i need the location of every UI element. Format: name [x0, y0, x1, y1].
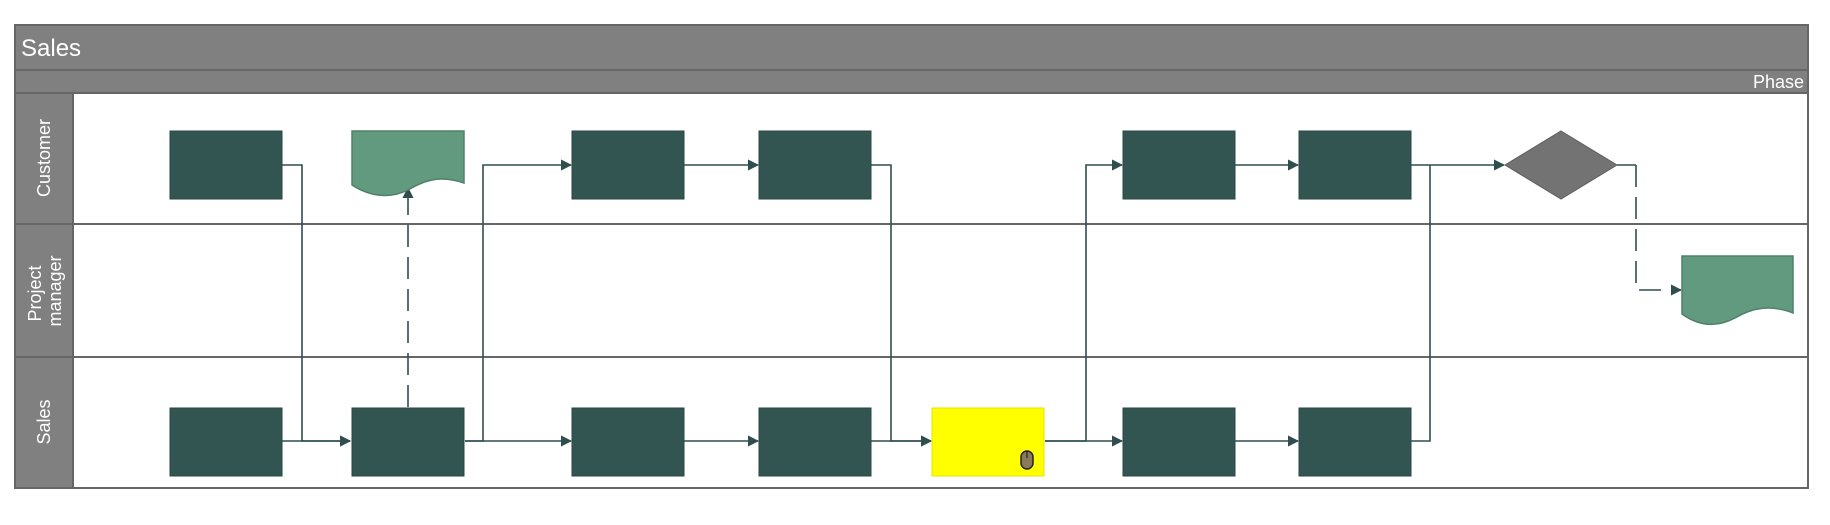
process-box-s3[interactable]: [571, 407, 685, 477]
lane-header-customer[interactable]: [14, 92, 74, 225]
lane-label-sales: Sales: [34, 399, 54, 444]
pool-header[interactable]: [14, 24, 1809, 71]
process-box-c3[interactable]: [571, 130, 685, 200]
process-box-c5[interactable]: [1122, 130, 1236, 200]
lane-label-customer: Customer: [34, 119, 54, 197]
process-box-s6[interactable]: [1122, 407, 1236, 477]
lane-header-sales[interactable]: [14, 356, 74, 489]
process-box-c4[interactable]: [758, 130, 872, 200]
process-box-s1[interactable]: [169, 407, 283, 477]
decision-diamond-d1[interactable]: [1504, 130, 1618, 200]
lane-label-project-manager-line2: manager: [45, 255, 65, 326]
connectors: [282, 159, 1683, 447]
document-shape-p1[interactable]: [1681, 255, 1794, 325]
connector-d1-p1-dashed[interactable]: [1635, 165, 1683, 296]
process-box-s4[interactable]: [758, 407, 872, 477]
process-box-c1[interactable]: [169, 130, 283, 200]
process-box-c6[interactable]: [1298, 130, 1412, 200]
phase-label: Phase: [1753, 72, 1804, 92]
lane-label-project-manager: Project manager: [25, 255, 65, 326]
document-shape-c2[interactable]: [351, 130, 465, 197]
lane-label-project-manager-line1: Project: [25, 265, 45, 321]
phase-header[interactable]: [14, 69, 1809, 94]
process-box-s7[interactable]: [1298, 407, 1412, 477]
process-box-s2[interactable]: [351, 407, 465, 477]
pool-frame: [14, 24, 1809, 489]
lane-header-project-manager[interactable]: [14, 223, 74, 358]
pool-title: Sales: [21, 35, 81, 62]
connector-s7-d1[interactable]: [1411, 165, 1431, 442]
mouse-cursor-icon: [1020, 450, 1034, 470]
